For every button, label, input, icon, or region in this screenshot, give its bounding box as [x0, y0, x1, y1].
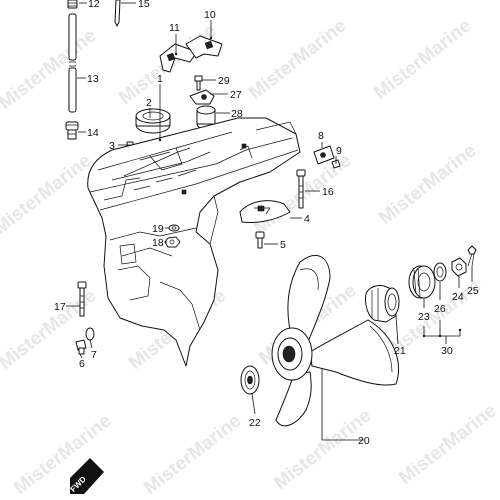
callout-27: 27 — [230, 89, 242, 101]
shaft-top-piece — [67, 0, 78, 9]
callout-8: 8 — [318, 130, 324, 142]
watermark: MisterMarine — [370, 15, 475, 104]
watermark: MisterMarine — [395, 400, 500, 489]
trim-tab-4 — [239, 200, 291, 223]
callout-11: 11 — [169, 22, 180, 34]
leader-lines — [66, 2, 473, 441]
bolt-17 — [77, 281, 87, 317]
cover-bracket — [159, 35, 223, 73]
callout-19: 19 — [152, 223, 164, 235]
shaft-bottom-bearing — [65, 121, 79, 140]
callout-30: 30 — [441, 345, 453, 357]
pin — [114, 0, 121, 27]
thrust-washer-22 — [240, 365, 260, 395]
callout-5: 5 — [280, 239, 286, 251]
callout-25: 25 — [467, 285, 479, 297]
callout-10: 10 — [204, 9, 216, 21]
cotter-pin-25 — [467, 245, 477, 267]
bearing-2 — [135, 108, 171, 134]
callout-23: 23 — [418, 311, 430, 323]
washer-7 — [85, 327, 95, 341]
washer-19 — [168, 224, 180, 232]
watermark: MisterMarine — [0, 285, 100, 374]
callout-7: 7 — [91, 349, 97, 361]
spacer-23 — [408, 265, 436, 299]
callout-3: 3 — [109, 140, 115, 152]
watermark: MisterMarine — [375, 140, 480, 229]
callout-20: 20 — [358, 435, 370, 447]
callout-18: 18 — [152, 237, 164, 249]
anode-plate-8 — [313, 145, 335, 165]
callout-17: 17 — [54, 301, 66, 313]
watermark: MisterMarine — [140, 410, 245, 499]
callout-1: 1 — [157, 73, 163, 85]
callout-16: 16 — [322, 186, 334, 198]
nut-18 — [164, 236, 181, 248]
callout-labels: 12 15 11 10 1 2 13 14 3 29 27 28 8 9 16 … — [54, 0, 479, 447]
bolt-16 — [296, 169, 306, 209]
callout-12: 12 — [88, 0, 100, 10]
callout-29: 29 — [218, 75, 230, 87]
watermark: MisterMarine — [0, 150, 95, 239]
watermark: MisterMarine — [245, 15, 350, 104]
fwd-arrow: FWD — [69, 458, 104, 494]
callout-6: 6 — [79, 358, 85, 370]
plug-6 — [75, 339, 87, 355]
callout-4: 4 — [304, 213, 310, 225]
callout-14: 14 — [87, 127, 99, 139]
callout-9: 9 — [336, 145, 342, 157]
callout-26: 26 — [434, 303, 446, 315]
bushing-21 — [365, 285, 400, 323]
bolt-29 — [194, 75, 203, 91]
washer-26 — [433, 262, 447, 282]
gear-housing — [87, 117, 301, 367]
driveshaft — [68, 13, 77, 113]
callout-24: 24 — [452, 291, 464, 303]
clip-27 — [189, 89, 215, 105]
watermark: MisterMarine — [10, 410, 115, 499]
callout-22: 22 — [249, 417, 261, 429]
callout-21: 21 — [394, 345, 406, 357]
callout-13: 13 — [87, 73, 99, 85]
nut-24 — [451, 257, 467, 277]
propeller — [271, 255, 399, 427]
callout-15: 15 — [138, 0, 150, 10]
watermark: MisterMarine — [0, 25, 100, 114]
bolt-5 — [255, 231, 265, 249]
callout-2: 2 — [146, 97, 152, 109]
callout-28: 28 — [231, 108, 243, 120]
